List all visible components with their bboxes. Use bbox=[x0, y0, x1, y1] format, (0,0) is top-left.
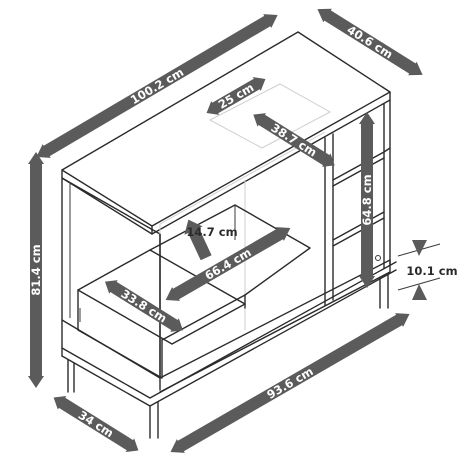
leg-height-arrow-bottom bbox=[412, 284, 427, 300]
label-side-height: 64.8 cm bbox=[360, 174, 374, 225]
dimension-arrows: 100.2 cm 40.6 cm 81.4 cm 25 cm 38.7 cm 6… bbox=[28, 8, 458, 453]
interior-back bbox=[159, 131, 326, 234]
top-inner-tray bbox=[208, 83, 332, 149]
label-drawer-width: 66.4 cm bbox=[202, 245, 253, 283]
drawer-side bbox=[161, 294, 246, 341]
drawer-front-panel bbox=[77, 289, 163, 379]
shelf-1 bbox=[332, 147, 391, 181]
dimension-height-total: 81.4 cm bbox=[28, 152, 44, 388]
drawer-top-outline bbox=[149, 204, 311, 296]
dimension-drawer-inner-depth: 25 cm bbox=[206, 77, 266, 115]
leg-height-arrow-top bbox=[412, 240, 427, 256]
cable-hole bbox=[375, 255, 381, 261]
label-leg-height: 10.1 cm bbox=[406, 264, 457, 278]
shelf-2 bbox=[332, 211, 385, 241]
base-frame-front bbox=[61, 261, 397, 399]
dimension-drawer-height: 14.7 cm bbox=[184, 219, 238, 261]
dimension-base-width: 93.6 cm bbox=[170, 313, 410, 453]
dimension-leg-height: 10.1 cm bbox=[397, 240, 458, 300]
label-base-width: 93.6 cm bbox=[264, 364, 315, 402]
label-depth-top: 40.6 cm bbox=[345, 23, 396, 62]
dimension-depth-top: 40.6 cm bbox=[317, 8, 423, 76]
label-drawer-height: 14.7 cm bbox=[186, 225, 237, 239]
label-base-depth: 34 cm bbox=[76, 408, 116, 440]
shelf-1-edge bbox=[332, 157, 385, 187]
dimension-base-depth: 34 cm bbox=[53, 396, 139, 452]
sideboard-drawing bbox=[61, 31, 397, 439]
dimension-side-height: 64.8 cm bbox=[359, 112, 375, 288]
shelf-2-edge bbox=[332, 217, 385, 247]
label-height-total: 81.4 cm bbox=[29, 244, 43, 295]
label-width-top: 100.2 cm bbox=[128, 65, 186, 107]
label-drawer-depth: 33.8 cm bbox=[119, 287, 170, 326]
